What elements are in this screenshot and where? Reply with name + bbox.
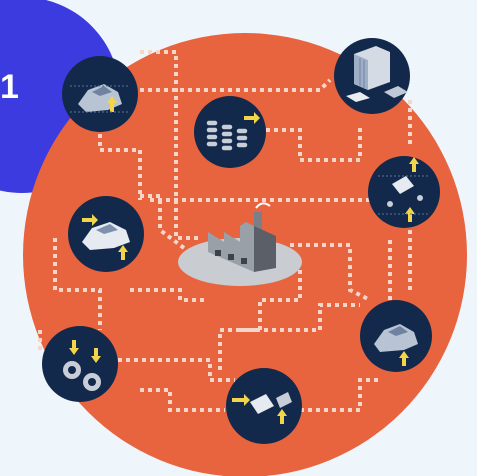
wheels-icon xyxy=(42,326,118,402)
car-assembly-icon xyxy=(68,196,144,272)
panel-fitting-icon xyxy=(226,368,302,444)
factory-icon xyxy=(178,202,302,286)
warehouse-stock-icon xyxy=(334,38,410,114)
part-assembly-icon xyxy=(368,156,440,228)
car-body-assembly-icon xyxy=(62,56,138,132)
car-inspection-icon xyxy=(360,300,432,372)
step-number: 1 xyxy=(0,68,19,106)
network-paths xyxy=(38,50,412,412)
coin-stacks-icon xyxy=(194,96,266,168)
